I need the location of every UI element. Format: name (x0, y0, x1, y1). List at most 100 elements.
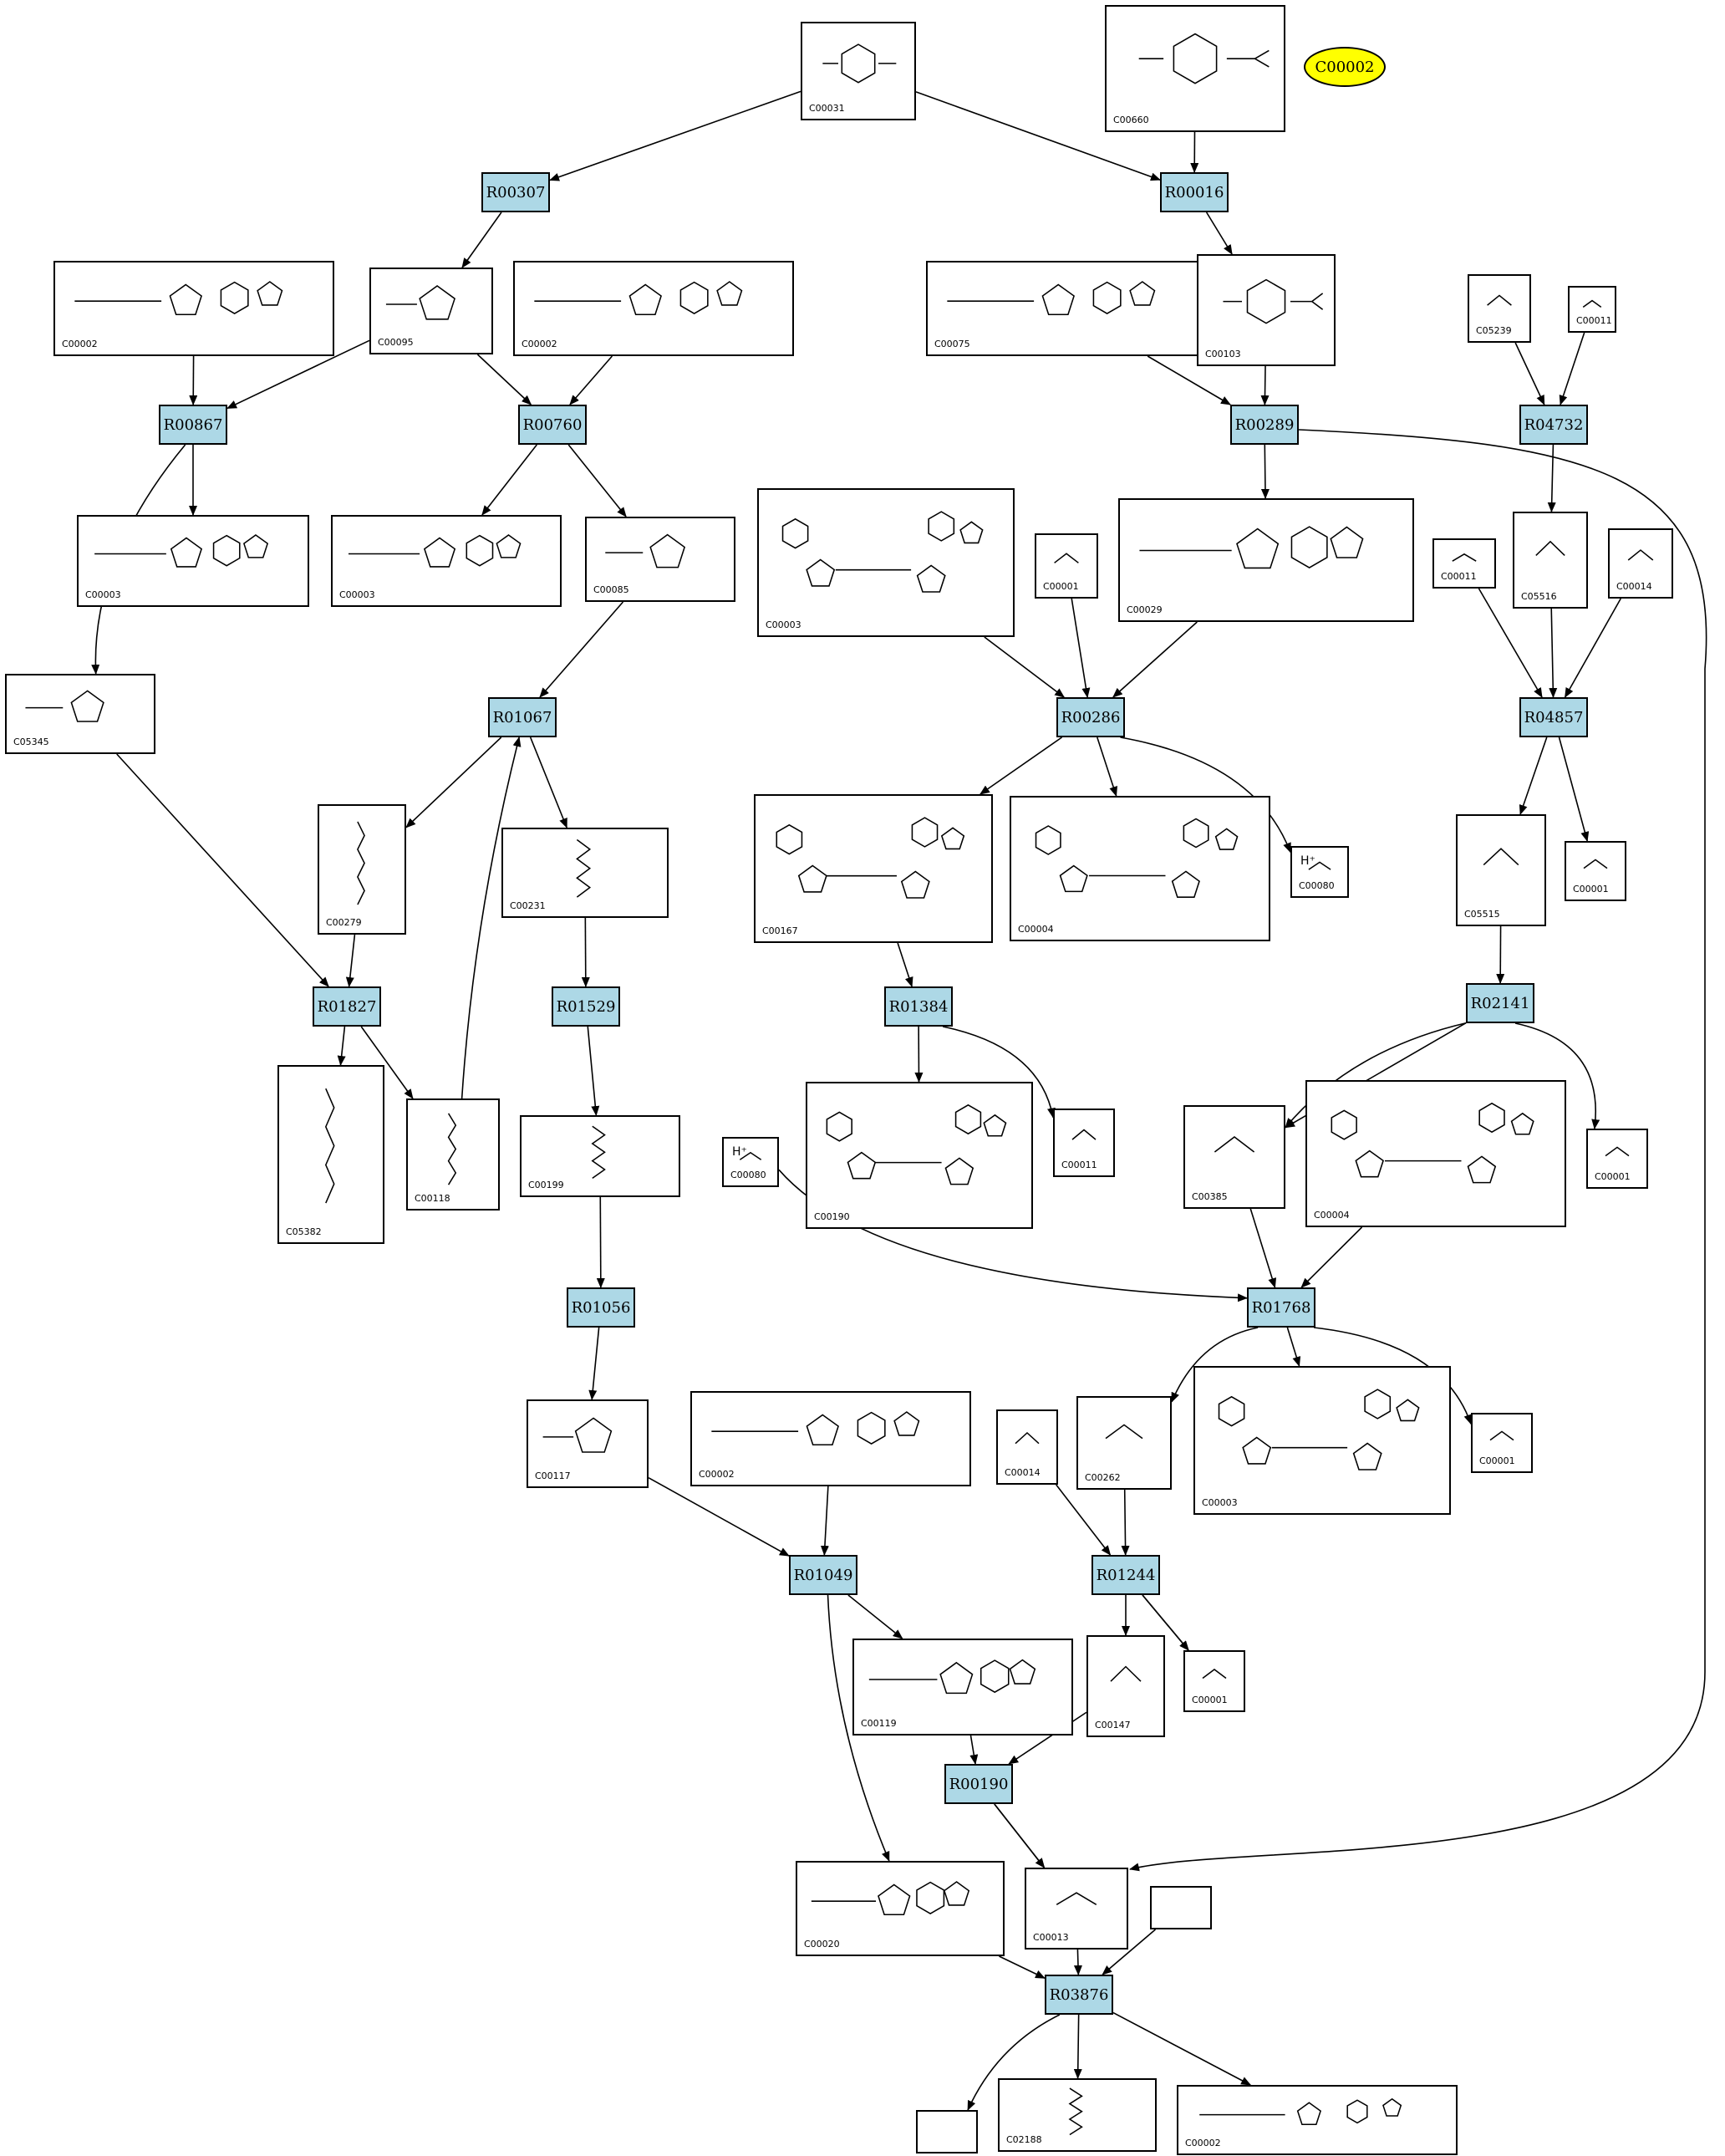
edge-c_top_glc-to-R00307 (549, 90, 801, 181)
compound-c-nadh2[interactable]: C00004 (1305, 1080, 1566, 1227)
reaction-r01529[interactable]: R01529 (552, 986, 620, 1027)
compound-c-amp[interactable]: C00020 (796, 1861, 1005, 1956)
compound-c-udpgluc[interactable]: C00167 (754, 794, 993, 943)
structure-drawing (1015, 1431, 1040, 1445)
compound-c-top-glc[interactable]: C00031 (801, 22, 916, 120)
edge-c_hyp-to-R01244 (1121, 1489, 1130, 1556)
compound-id: C00001 (1043, 581, 1079, 592)
reaction-r03876[interactable]: R03876 (1045, 1975, 1113, 2015)
compound-c-nad3[interactable]: C00003 (1193, 1366, 1451, 1515)
compound-c-r5p[interactable]: C00117 (527, 1399, 649, 1488)
compound-c-g1p[interactable]: C00103 (1197, 254, 1336, 366)
compound-c-fru16[interactable]: C05345 (5, 674, 155, 754)
structure-drawing (1308, 861, 1331, 870)
compound-c-water3[interactable]: C00001 (1586, 1129, 1648, 1189)
reaction-r02141[interactable]: R02141 (1466, 983, 1534, 1023)
edge-R04857-to-c_water2 (1558, 737, 1590, 842)
edge-c_udpgluc-to-R01384 (897, 942, 913, 987)
compound-c-water4[interactable]: C00001 (1471, 1413, 1533, 1473)
compound-c-form2[interactable]: C00011 (1432, 538, 1496, 589)
compound-id: C00014 (1616, 581, 1652, 592)
compound-id: C00011 (1061, 1160, 1097, 1170)
structure-drawing (1202, 1669, 1227, 1679)
reaction-r01067[interactable]: R01067 (488, 697, 557, 737)
edge-c_r5p-to-R01049 (648, 1476, 790, 1557)
compound-c-atp2[interactable]: C00002 (513, 261, 794, 356)
reaction-r00190[interactable]: R00190 (944, 1764, 1013, 1804)
reaction-r00289[interactable]: R00289 (1230, 405, 1299, 445)
compound-id: C00013 (1033, 1932, 1069, 1943)
reaction-r01827[interactable]: R01827 (313, 986, 381, 1027)
compound-c-atp1[interactable]: C00002 (53, 261, 334, 356)
compound-c-s7p[interactable]: C05382 (277, 1065, 384, 1244)
compound-c-nad1[interactable]: C00003 (77, 515, 309, 607)
compound-c-dhap[interactable]: C00231 (501, 828, 669, 918)
compound-c-nh3-1[interactable]: C00014 (1608, 528, 1673, 599)
edge-c_imid-to-R04732 (1514, 342, 1545, 405)
edge-R03876-to-c_prot (1073, 2014, 1082, 2079)
edge-c_xu5p-to-R01056 (596, 1196, 605, 1288)
compound-c-ade[interactable]: C00147 (1086, 1635, 1165, 1737)
reaction-r00760[interactable]: R00760 (518, 405, 587, 445)
compound-c-blank1[interactable] (1150, 1886, 1212, 1929)
compound-c-ppi[interactable]: C00013 (1025, 1868, 1128, 1950)
compound-c-xu5p[interactable]: C00199 (520, 1115, 680, 1197)
reaction-r01768[interactable]: R01768 (1247, 1287, 1315, 1328)
compound-c-atp3[interactable]: C00002 (690, 1391, 971, 1486)
compound-id: C00003 (1202, 1497, 1238, 1508)
compound-c-prot[interactable]: C02188 (998, 2078, 1157, 2152)
compound-c-g3p[interactable]: C00118 (406, 1098, 500, 1211)
highlight-compound-ellipse[interactable]: C00002 (1304, 47, 1386, 87)
reaction-r01244[interactable]: R01244 (1091, 1555, 1160, 1595)
compound-c-rib[interactable]: C00095 (369, 268, 493, 354)
compound-c-water2[interactable]: C00001 (1565, 841, 1626, 901)
compound-c-nadp[interactable]: C00003 (757, 488, 1015, 637)
edge-R00307-to-c_rib (461, 212, 502, 268)
edge-R00289-to-c_udpg (1260, 444, 1270, 499)
compound-c-water1[interactable]: C00001 (1035, 533, 1098, 599)
compound-id: C00002 (522, 339, 557, 349)
compound-c-f6p[interactable]: C00085 (585, 517, 735, 602)
compound-c-form1[interactable]: C00011 (1568, 286, 1616, 333)
structure-drawing (1627, 549, 1654, 561)
edge-R04857-to-c_faica (1519, 737, 1548, 815)
compound-c-atp4[interactable]: C00002 (1177, 2085, 1458, 2155)
reaction-r04732[interactable]: R04732 (1519, 405, 1588, 445)
compound-c-nadh[interactable]: C00004 (1010, 796, 1270, 941)
compound-c-co2[interactable]: C00011 (1053, 1109, 1115, 1177)
reaction-r01049[interactable]: R01049 (789, 1555, 857, 1595)
compound-c-imp[interactable]: C00385 (1183, 1105, 1285, 1209)
compound-c-udpx[interactable]: C00190 (806, 1082, 1033, 1229)
structure-drawing (776, 817, 965, 899)
compound-c-utp[interactable]: C00075 (926, 261, 1207, 356)
reaction-r01384[interactable]: R01384 (884, 986, 953, 1027)
compound-c-g16p[interactable]: C00660 (1105, 5, 1285, 132)
reaction-r01056[interactable]: R01056 (567, 1287, 635, 1328)
compound-c-nh3-2[interactable]: C00014 (996, 1409, 1058, 1485)
reaction-r00307[interactable]: R00307 (481, 172, 550, 212)
edge-c_prpp-to-R00190 (969, 1735, 979, 1765)
compound-c-glyald[interactable]: C00279 (318, 804, 406, 935)
compound-c-nad2[interactable]: C00003 (331, 515, 562, 607)
structure-drawing (1583, 859, 1608, 869)
edge-R01067-to-c_dhap (529, 737, 567, 828)
compound-id: C00147 (1095, 1720, 1131, 1730)
reaction-r00016[interactable]: R00016 (1160, 172, 1229, 212)
reaction-r04857[interactable]: R04857 (1519, 697, 1588, 737)
compound-c-faica[interactable]: C05515 (1456, 814, 1546, 926)
compound-c-aica[interactable]: C05516 (1513, 512, 1588, 609)
compound-c-water5[interactable]: C00001 (1183, 1650, 1245, 1712)
compound-c-prpp[interactable]: C00119 (852, 1639, 1073, 1736)
compound-id: C00029 (1127, 604, 1163, 615)
compound-c-blank2[interactable] (916, 2110, 978, 2153)
reaction-r00867[interactable]: R00867 (159, 405, 227, 445)
compound-c-imid[interactable]: C05239 (1468, 274, 1531, 343)
reaction-r00286[interactable]: R00286 (1056, 697, 1125, 737)
compound-c-udpg[interactable]: C00029 (1118, 498, 1414, 622)
edge-R01067-to-c_glyald (405, 737, 502, 828)
compound-c-hyp[interactable]: C00262 (1076, 1396, 1172, 1490)
structure-drawing (324, 1088, 335, 1204)
